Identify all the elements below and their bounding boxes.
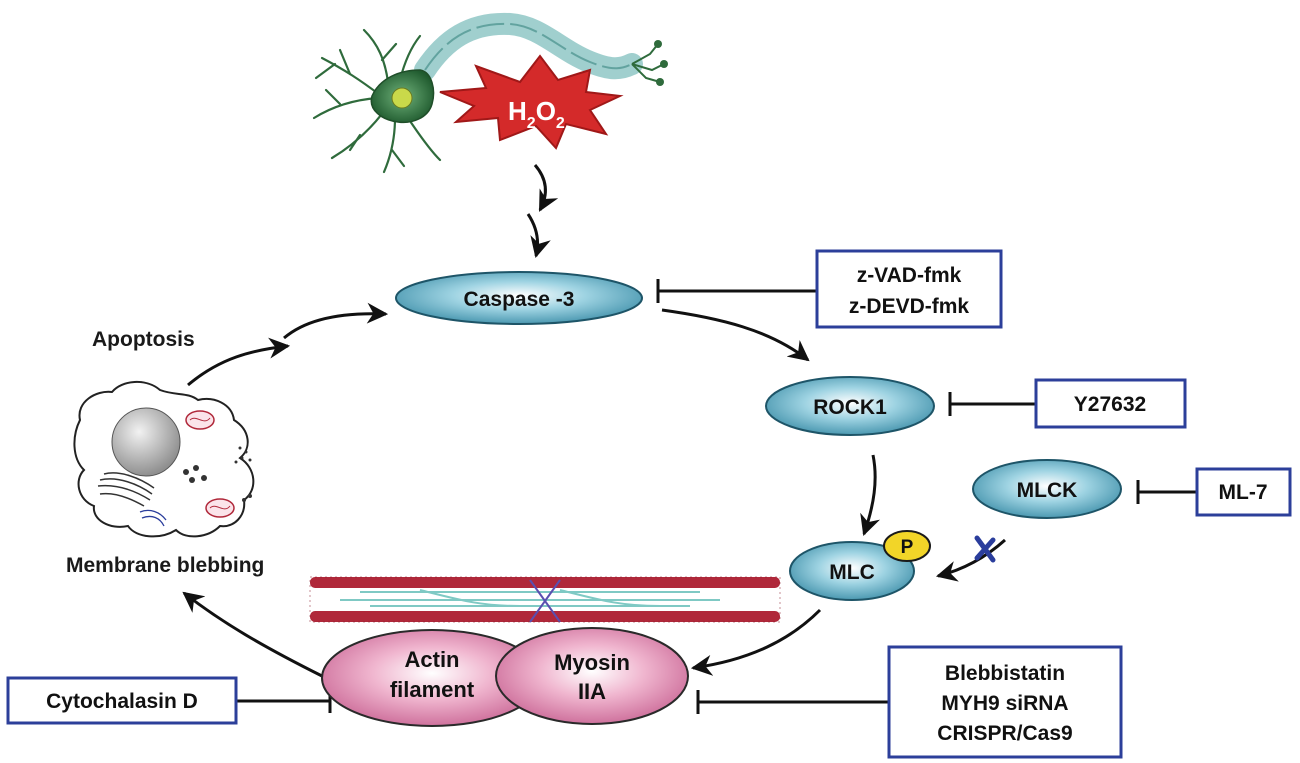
inhibitor-box-mlck: ML-7 [1195,467,1292,517]
inhibitor-box-rock1: Y27632 [1034,378,1187,429]
arrow-cell-to-apoptosis [187,337,291,387]
actin-label-line1: Actin [405,647,460,672]
h2o2-label: H2O2 [508,96,565,132]
cytochalasin-d-label: Cytochalasin D [46,690,198,713]
crispr-cas9-label: CRISPR/Cas9 [937,722,1072,745]
y27632-label: Y27632 [1074,393,1146,416]
arrow-caspase-to-rock1 [661,308,810,362]
neuron-illustration [312,12,668,174]
node-actin-filament: Actin filament [321,629,543,727]
node-caspase-3: Caspase -3 [395,271,643,325]
inhibitor-box-caspase: z-VAD-fmk z-DEVD-fmk [815,249,1003,329]
phospho-badge: P [883,530,931,562]
node-myosin-iia: Myosin IIA [495,627,689,725]
caspase-3-label: Caspase -3 [464,288,575,311]
inhibition-lines [237,279,1196,714]
node-mlck: MLCK [972,459,1122,519]
arrow-apoptosis-to-caspase [283,302,389,340]
mlck-label: MLCK [1017,479,1078,502]
pathway-arrows [182,164,1007,678]
myosin-label-line1: Myosin [554,650,630,675]
arrow-h2o2-to-caspase-b [526,213,551,259]
z-vad-fmk-label: z-VAD-fmk [857,264,962,287]
h2o2-stimulus: H2O2 [439,54,624,150]
blebbistatin-label: Blebbistatin [945,662,1065,685]
node-mlc: MLC [789,541,915,601]
blocked-x-icon [974,535,996,563]
inhibitor-box-actin: Cytochalasin D [6,676,238,725]
apoptotic-cell-illustration [73,381,255,538]
mlc-label: MLC [829,561,875,584]
arrow-actin-to-blebbing [182,591,323,678]
apoptosis-label: Apoptosis [92,328,195,351]
membrane-blebbing-label: Membrane blebbing [66,554,264,577]
phospho-label: P [901,537,914,558]
myh9-sirna-label: MYH9 siRNA [941,692,1068,715]
inhibitor-box-myosin: Blebbistatin MYH9 siRNA CRISPR/Cas9 [887,645,1123,759]
arrow-mlck-to-mlc [935,538,1007,582]
ml-7-label: ML-7 [1219,481,1268,504]
node-rock1: ROCK1 [765,376,935,436]
actin-label-line2: filament [390,677,475,702]
z-devd-fmk-label: z-DEVD-fmk [849,295,969,318]
arrow-rock1-to-mlc [860,454,881,536]
rock1-label: ROCK1 [813,396,887,419]
arrow-h2o2-to-caspase-a [533,164,559,212]
myosin-label-line2: IIA [578,679,606,704]
actomyosin-filaments [309,576,781,623]
arrow-mlc-to-myosin [690,608,822,676]
